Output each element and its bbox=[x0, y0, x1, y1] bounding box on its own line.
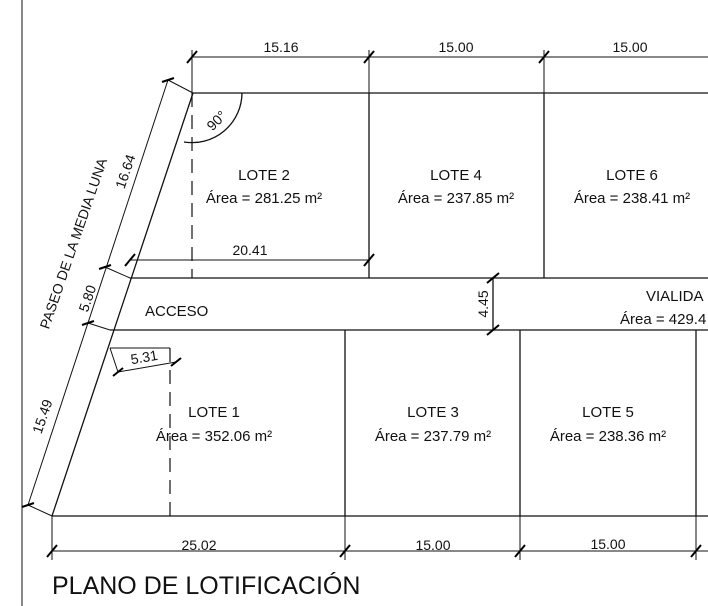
dimension-top-lote4: 15.00 bbox=[438, 39, 473, 55]
lot-area: Área = 237.85 m² bbox=[398, 190, 514, 207]
acceso-reference-line bbox=[109, 347, 119, 373]
dimension-tick bbox=[363, 50, 375, 64]
dimension-top-lote2: 15.16 bbox=[263, 39, 298, 55]
dimension-lote2-bottom: 20.41 bbox=[232, 242, 267, 258]
dimension-top-lote6: 15.00 bbox=[612, 39, 647, 55]
vialidad-label: VIALIDA bbox=[646, 288, 704, 305]
lot-name: LOTE 4 bbox=[430, 167, 482, 184]
lot-area: Área = 238.36 m² bbox=[550, 428, 666, 445]
west-boundary bbox=[51, 92, 194, 517]
dimension-tick bbox=[486, 324, 500, 336]
dimension-tick bbox=[124, 253, 136, 267]
dimension-tick bbox=[186, 50, 198, 64]
dimension-slant-lower: 15.49 bbox=[29, 397, 56, 436]
dimension-slant-middle: 5.80 bbox=[75, 283, 99, 314]
road-label: PASEO DE LA MEDIA LUNA bbox=[36, 155, 110, 331]
lot-area: Área = 281.25 m² bbox=[206, 190, 322, 207]
dimension-slant-upper: 16.64 bbox=[112, 152, 139, 191]
dimension-tick bbox=[690, 544, 702, 558]
dimension-tick bbox=[46, 544, 58, 558]
lot-area: Área = 237.79 m² bbox=[375, 428, 491, 445]
lot-name: LOTE 2 bbox=[238, 167, 290, 184]
dimension-tick bbox=[21, 502, 35, 508]
extension-line bbox=[87, 322, 111, 331]
plan-title: PLANO DE LOTIFICACIÓN bbox=[52, 571, 360, 600]
lot-name: LOTE 5 bbox=[582, 404, 634, 421]
dimension-tick bbox=[363, 253, 375, 267]
dimension-bottom-lote5: 15.00 bbox=[590, 536, 625, 552]
dimension-tick bbox=[161, 77, 175, 83]
vialidad-area: Área = 429.4 bbox=[620, 311, 706, 328]
dimension-tick bbox=[514, 544, 526, 558]
lot-name: LOTE 1 bbox=[188, 404, 240, 421]
lot-name: LOTE 3 bbox=[407, 404, 459, 421]
extension-line bbox=[104, 266, 131, 279]
slant-dimension-line bbox=[27, 79, 169, 506]
dimension-tick bbox=[81, 320, 95, 326]
dimension-tick bbox=[538, 50, 550, 64]
dimension-bottom-lote3: 15.00 bbox=[415, 537, 450, 553]
acceso-label: ACCESO bbox=[145, 303, 208, 320]
lot-area: Área = 352.06 m² bbox=[156, 428, 272, 445]
acceso-dimension-line bbox=[117, 361, 177, 373]
dimension-tick bbox=[170, 357, 182, 367]
dimension-tick bbox=[339, 544, 351, 558]
dimension-acceso: 5.31 bbox=[129, 347, 159, 368]
dimension-vialidad: 4.45 bbox=[475, 290, 491, 317]
dimension-bottom-lote1: 25.02 bbox=[181, 537, 216, 553]
dimension-tick bbox=[112, 367, 124, 377]
dimension-tick bbox=[98, 264, 112, 270]
lot-area: Área = 238.41 m² bbox=[574, 190, 690, 207]
right-angle-arc bbox=[183, 92, 243, 144]
dimension-tick bbox=[486, 272, 500, 284]
extension-line bbox=[27, 504, 53, 517]
extension-line bbox=[167, 79, 194, 94]
lot-name: LOTE 6 bbox=[606, 167, 658, 184]
